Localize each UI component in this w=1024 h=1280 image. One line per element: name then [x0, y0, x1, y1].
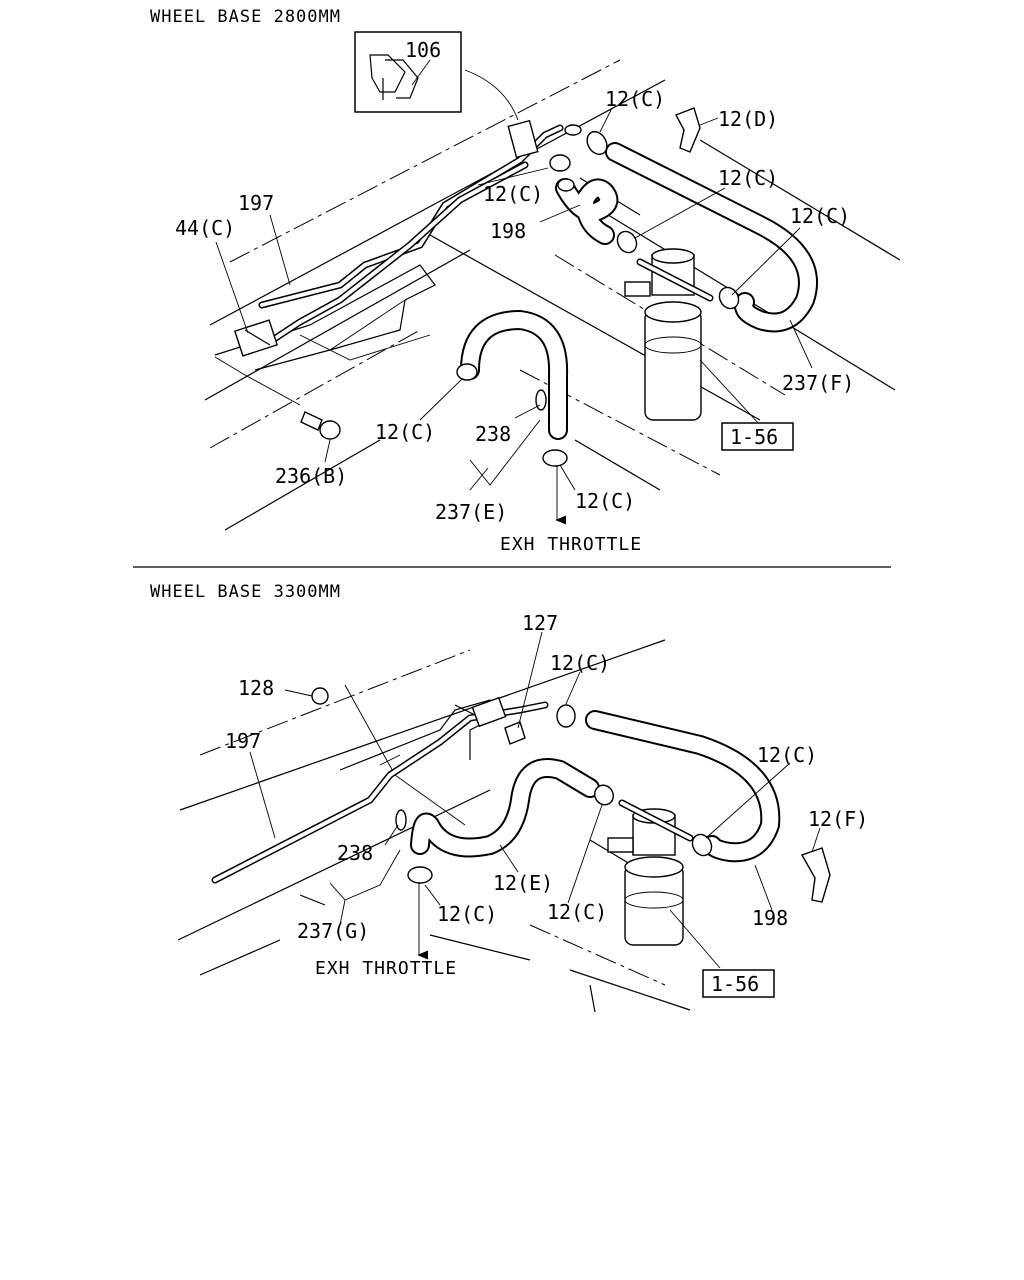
ref-1-56-bottom: 1-56 [711, 972, 759, 996]
label-237e: 237(E) [435, 500, 507, 524]
label-12c-f: 12(C) [575, 489, 635, 513]
top-diagram-title: WHEEL BASE 2800MM [150, 7, 341, 27]
label-197: 197 [238, 191, 274, 215]
top-clamps [456, 107, 740, 467]
top-clip-44c [233, 319, 279, 357]
top-inset-106 [354, 31, 519, 121]
bottom-diagram-title: WHEEL BASE 3300MM [150, 582, 341, 602]
bottom-clamps [311, 687, 831, 903]
top-pipe-197 [258, 124, 564, 349]
top-connector-block [507, 119, 539, 159]
label-12c-c: 12(C) [437, 902, 497, 926]
label-12c-e: 12(C) [375, 420, 435, 444]
label-238: 238 [337, 841, 373, 865]
bottom-hose-198 [585, 710, 781, 863]
label-44c: 44(C) [175, 216, 235, 240]
bottom-connector [454, 696, 507, 728]
label-128: 128 [238, 676, 274, 700]
top-exh-throttle-label: EXH THROTTLE [500, 534, 642, 555]
bottom-diagram: WHEEL BASE 3300MM [150, 582, 868, 1013]
label-12c-a: 12(C) [550, 651, 610, 675]
top-diagram: WHEEL BASE 2800MM [150, 7, 901, 555]
label-237f: 237(F) [782, 371, 854, 395]
bottom-exh-throttle-label: EXH THROTTLE [315, 958, 457, 979]
label-106: 106 [405, 38, 441, 62]
top-ref-box [721, 422, 794, 451]
label-12c-d: 12(C) [790, 204, 850, 228]
bottom-hose-237g [410, 758, 600, 858]
label-12c-a: 12(C) [605, 87, 665, 111]
label-12c-b: 12(C) [757, 743, 817, 767]
bottom-pipe-197 [211, 701, 549, 884]
label-237g: 237(G) [297, 919, 369, 943]
label-236b: 236(B) [275, 464, 347, 488]
top-hose-198 [555, 178, 619, 245]
label-12c-c: 12(C) [718, 166, 778, 190]
top-hose-237f [605, 142, 818, 333]
label-12e: 12(E) [493, 871, 553, 895]
top-leader-lines [214, 59, 813, 491]
label-12c-b: 12(C) [483, 182, 543, 206]
label-12c-d: 12(C) [547, 900, 607, 924]
label-12d: 12(D) [718, 107, 778, 131]
bottom-ref-box [702, 969, 775, 998]
top-bracket [214, 264, 436, 371]
ref-1-56-top: 1-56 [730, 425, 778, 449]
label-197: 197 [225, 729, 261, 753]
top-hose-237e [460, 309, 569, 440]
top-filter-canister [624, 248, 714, 421]
label-198: 198 [752, 906, 788, 930]
bottom-leader-lines [249, 631, 821, 969]
bottom-filter-canister [607, 799, 694, 946]
top-bolt-236b [300, 411, 341, 440]
label-127: 127 [522, 611, 558, 635]
label-238: 238 [475, 422, 511, 446]
label-12f: 12(F) [808, 807, 868, 831]
label-198: 198 [490, 219, 526, 243]
